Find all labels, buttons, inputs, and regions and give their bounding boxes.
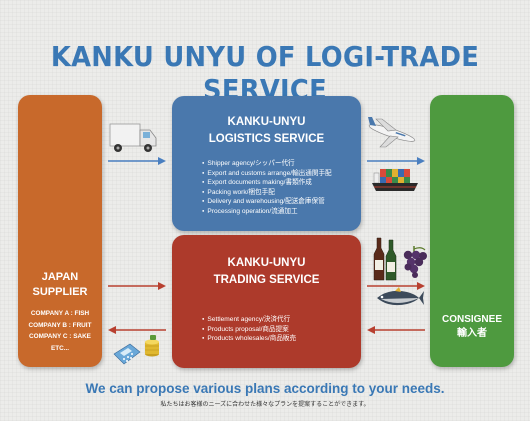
arrow-japan-to-logistics <box>108 157 166 165</box>
service-item: Shipper agency/シッパー代行 <box>202 159 332 169</box>
arrow-japan-to-trading <box>108 282 166 290</box>
page-title: KANKU UNYU OF LOGI-TRADE SERVICE <box>50 40 480 106</box>
arrow-consignee-to-trading <box>367 326 425 334</box>
tagline-japanese: 私たちはお客様のニーズに合わせた様々なプランを提案することができます。 <box>160 402 370 408</box>
logistics-title-line2: LOGISTICS SERVICE <box>208 133 325 145</box>
trading-title-line1: KANKU-UNYU <box>227 257 306 269</box>
service-item: Export and customs arrange/輸出通関手配 <box>202 169 331 179</box>
grapes-icon <box>403 246 427 278</box>
container-ship-icon <box>372 169 418 191</box>
trading-service-list: Settlement agency/決済代行 Products proposal… <box>202 315 296 344</box>
coins-icon <box>145 335 159 357</box>
consignee-panel: CONSIGNEE 輸入者 <box>430 95 514 367</box>
company-item: ETC... <box>50 344 70 352</box>
company-list: COMPANY A : FISH COMPANY B : FRUIT COMPA… <box>18 308 102 354</box>
service-item: Settlement agency/決済代行 <box>202 315 296 325</box>
consignee-label: CONSIGNEE <box>441 314 502 325</box>
trading-title: KANKU-UNYU TRADING SERVICE <box>172 255 361 289</box>
trading-title-line2: TRADING SERVICE <box>213 274 320 286</box>
consignee-title: CONSIGNEE 輸入者 <box>430 313 514 341</box>
service-item: Processing operation/流通加工 <box>202 207 332 217</box>
trading-service-panel: KANKU-UNYU TRADING SERVICE Settlement ag… <box>172 235 361 368</box>
company-item: COMPANY C : SAKE <box>29 333 91 340</box>
service-item: Products proposal/商品提案 <box>202 325 296 335</box>
japan-supplier-panel: JAPAN SUPPLIER COMPANY A : FISH COMPANY … <box>18 95 102 367</box>
service-item: Export documents making/書類作成 <box>202 178 332 188</box>
logistics-title: KANKU-UNYU LOGISTICS SERVICE <box>172 114 361 148</box>
logistics-title-line1: KANKU-UNYU <box>227 116 306 128</box>
japan-supplier-title: JAPAN SUPPLIER <box>18 270 102 300</box>
arrow-trading-to-consignee <box>367 282 425 290</box>
service-item: Packing work/梱包手配 <box>202 188 332 198</box>
service-item: Products wholesales/商品販売 <box>202 334 296 344</box>
supplier-label: SUPPLIER <box>32 286 88 298</box>
japan-label: JAPAN <box>41 271 79 283</box>
tuna-icon <box>377 287 424 306</box>
logistics-service-panel: KANKU-UNYU LOGISTICS SERVICE Shipper age… <box>172 96 361 231</box>
airplane-icon <box>368 117 416 148</box>
arrow-trading-to-japan <box>108 326 166 334</box>
sake-bottles-icon <box>373 237 397 281</box>
company-item: COMPANY B : FRUIT <box>28 321 92 329</box>
truck-icon <box>109 123 157 152</box>
calculator-icon <box>113 343 141 365</box>
logistics-service-list: Shipper agency/シッパー代行 Export and customs… <box>202 159 332 217</box>
tagline: We can propose various plans according t… <box>85 381 445 396</box>
company-item: COMPANY A : FISH <box>30 310 90 317</box>
consignee-jp-label: 輸入者 <box>457 328 487 339</box>
service-item: Delivery and warehousing/配送倉庫保管 <box>202 197 332 207</box>
arrow-logistics-to-consignee <box>367 157 425 165</box>
